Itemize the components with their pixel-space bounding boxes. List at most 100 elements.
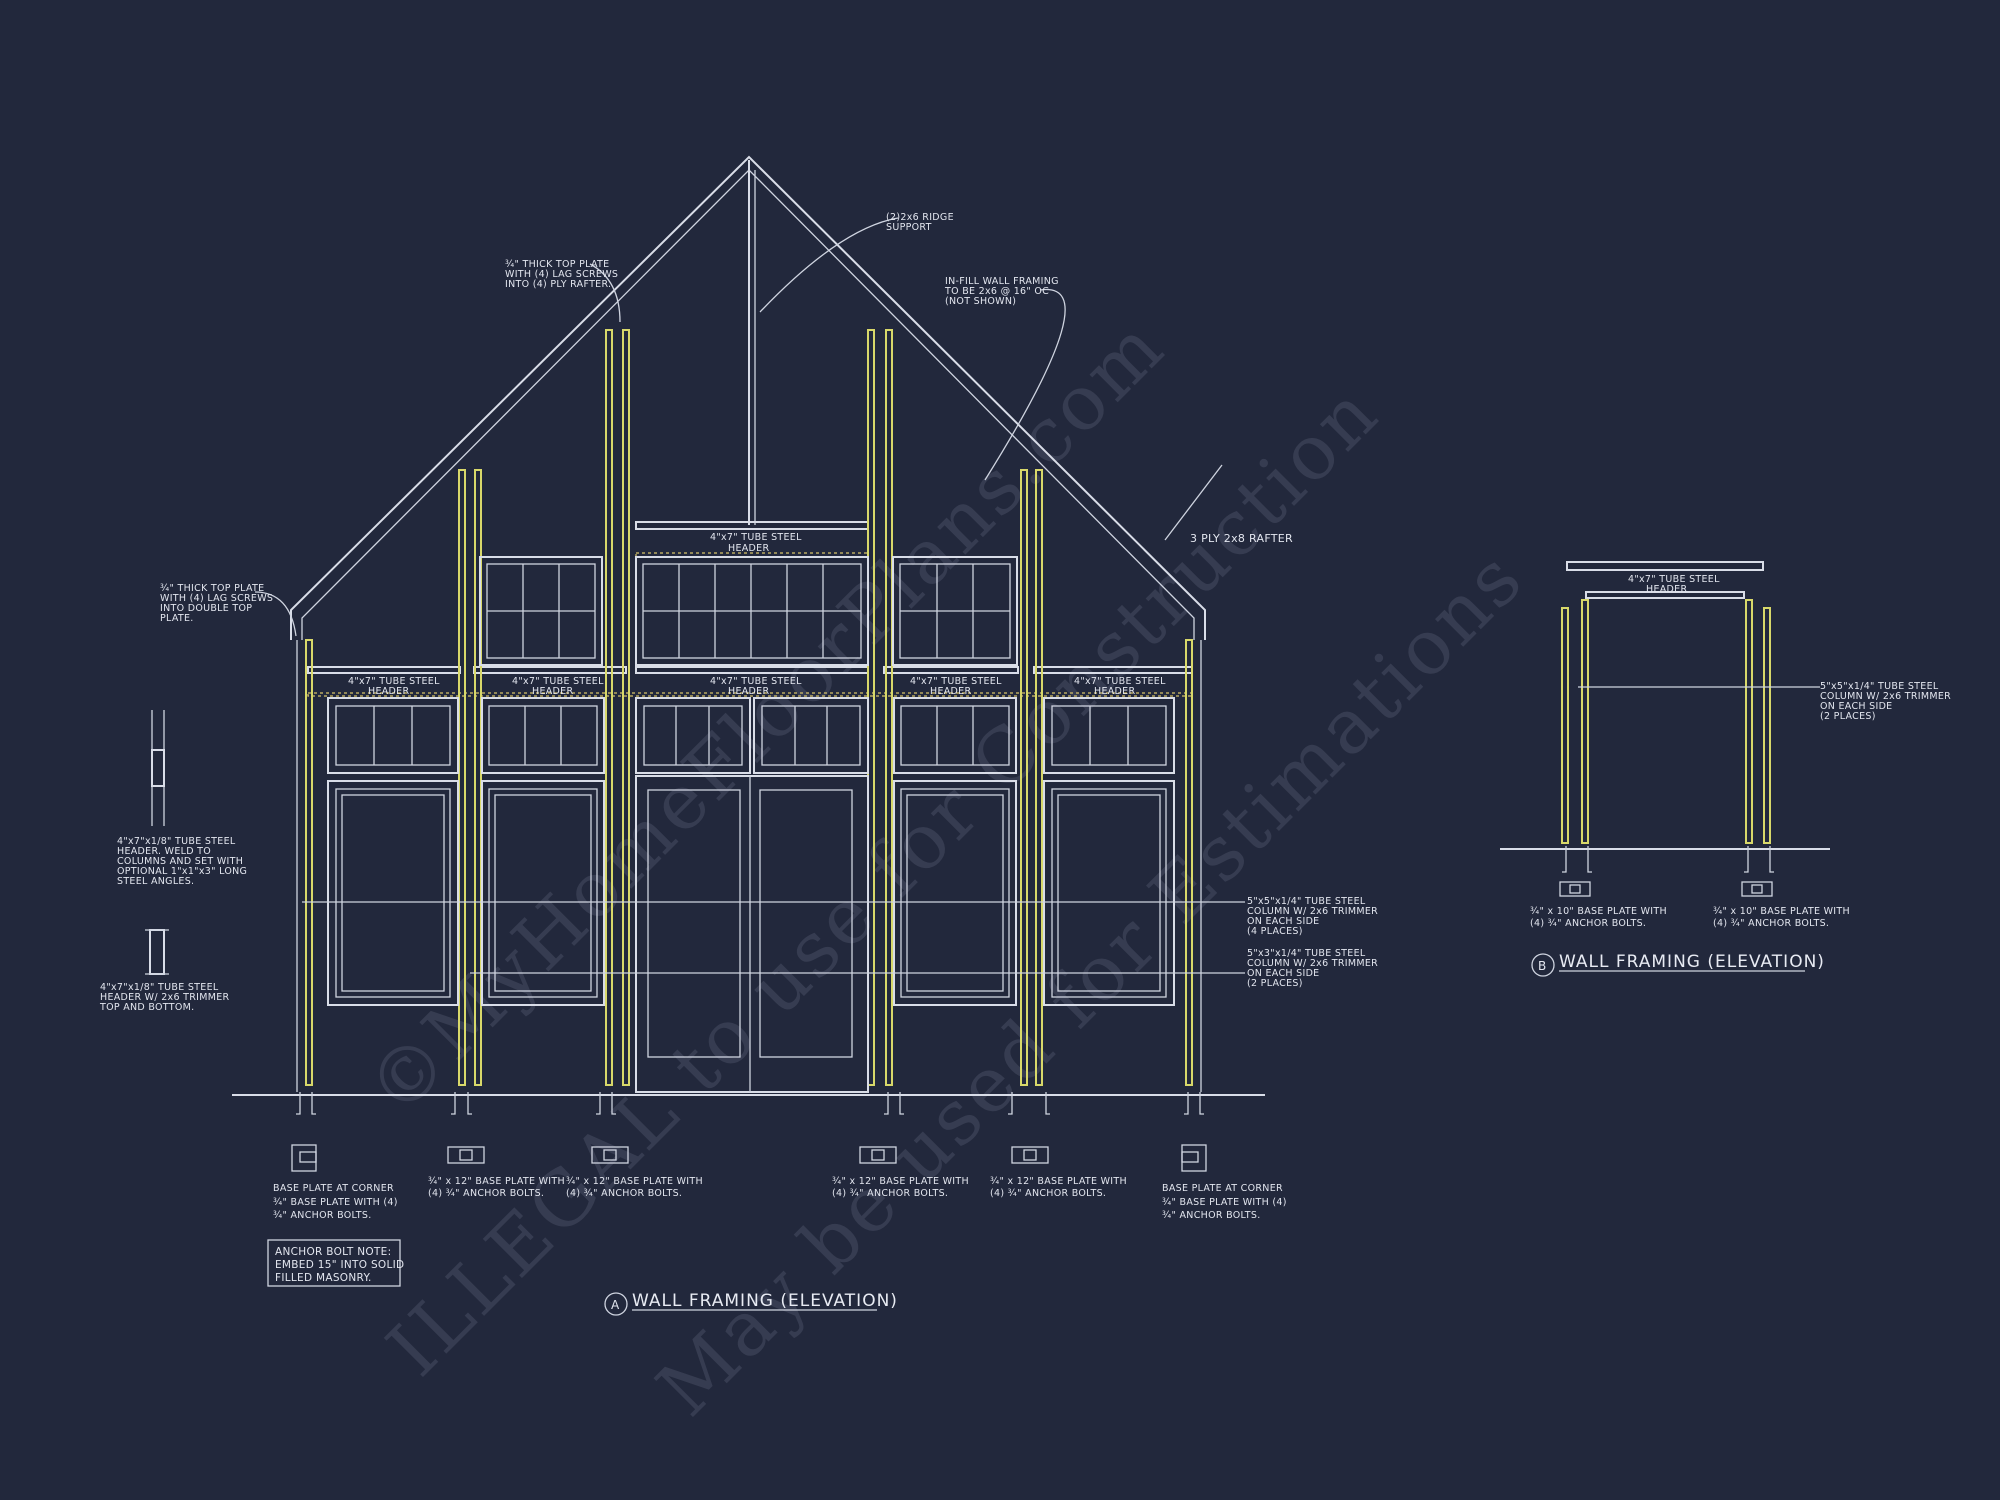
b-header-label-1: 4"x7" TUBE STEEL <box>1628 574 1720 585</box>
svg-text:FILLED MASONRY.: FILLED MASONRY. <box>275 1272 372 1284</box>
svg-text:5"x3"x1/4" TUBE STEEL: 5"x3"x1/4" TUBE STEEL <box>1247 948 1366 959</box>
base-notes-right: BASE PLATE AT CORNER ¾" BASE PLATE WITH … <box>1162 1183 1287 1221</box>
svg-text:SUPPORT: SUPPORT <box>886 222 932 233</box>
svg-text:¾" ANCHOR BOLTS.: ¾" ANCHOR BOLTS. <box>1162 1210 1261 1221</box>
svg-text:HEADER W/ 2x6 TRIMMER: HEADER W/ 2x6 TRIMMER <box>100 992 230 1003</box>
notes-column-5x3: 5"x3"x1/4" TUBE STEEL COLUMN W/ 2x6 TRIM… <box>1247 948 1378 989</box>
svg-text:¾" x 12" BASE PLATE WITH: ¾" x 12" BASE PLATE WITH <box>566 1176 703 1187</box>
header-label-upper-1: 4"x7" TUBE STEEL <box>710 532 802 543</box>
svg-text:5"x5"x1/4" TUBE STEEL: 5"x5"x1/4" TUBE STEEL <box>1247 896 1366 907</box>
svg-text:OPTIONAL 1"x1"x3" LONG: OPTIONAL 1"x1"x3" LONG <box>117 866 247 877</box>
svg-text:¾" x 12" BASE PLATE WITH: ¾" x 12" BASE PLATE WITH <box>990 1176 1127 1187</box>
svg-text:WITH (4) LAG SCREWS: WITH (4) LAG SCREWS <box>160 593 273 604</box>
elevation-b-marker: B <box>1538 959 1547 973</box>
watermark: ©MyHomeFloorPlans.com ILLEGAL to use for… <box>350 301 1540 1433</box>
header-label-3b: HEADER <box>728 686 769 697</box>
base-notes-left: BASE PLATE AT CORNER ¾" BASE PLATE WITH … <box>273 1183 398 1221</box>
elevation-a-marker: A <box>611 1298 620 1312</box>
svg-text:¾" BASE PLATE WITH (4): ¾" BASE PLATE WITH (4) <box>273 1197 398 1208</box>
anchor-bolts <box>296 1092 1204 1115</box>
svg-text:(4) ¾" ANCHOR BOLTS.: (4) ¾" ANCHOR BOLTS. <box>428 1188 544 1199</box>
svg-text:¾" x 12" BASE PLATE WITH: ¾" x 12" BASE PLATE WITH <box>832 1176 969 1187</box>
header-label-2b: HEADER <box>532 686 573 697</box>
svg-text:(4) ¾" ANCHOR BOLTS.: (4) ¾" ANCHOR BOLTS. <box>1530 918 1646 929</box>
lower-header-beams <box>307 666 1193 697</box>
svg-text:(2)2x6 RIDGE: (2)2x6 RIDGE <box>886 212 954 223</box>
svg-text:BASE PLATE AT CORNER: BASE PLATE AT CORNER <box>273 1183 394 1194</box>
notes-header-col-detail: 4"x7"x1/8" TUBE STEEL HEADER. WELD TO CO… <box>117 836 247 887</box>
header-label-5b: HEADER <box>1094 686 1135 697</box>
b-notes-base: ¾" x 10" BASE PLATE WITH (4) ¾" ANCHOR B… <box>1530 906 1850 929</box>
elevation-a-title-text: WALL FRAMING (ELEVATION) <box>632 1291 898 1311</box>
svg-text:COLUMNS AND SET WITH: COLUMNS AND SET WITH <box>117 856 243 867</box>
svg-text:BASE PLATE AT CORNER: BASE PLATE AT CORNER <box>1162 1183 1283 1194</box>
svg-text:PLATE.: PLATE. <box>160 613 194 624</box>
svg-text:TOP AND BOTTOM.: TOP AND BOTTOM. <box>99 1002 194 1013</box>
notes-infill: IN-FILL WALL FRAMING TO BE 2x6 @ 16" OC … <box>944 276 1059 307</box>
tall-windows-doors <box>327 775 1175 1093</box>
svg-text:4"x7"x1/8" TUBE STEEL: 4"x7"x1/8" TUBE STEEL <box>117 836 236 847</box>
header-label-4b: HEADER <box>930 686 971 697</box>
svg-text:¾" BASE PLATE WITH (4): ¾" BASE PLATE WITH (4) <box>1162 1197 1287 1208</box>
notes-top-plate-double: ¾" THICK TOP PLATE WITH (4) LAG SCREWS I… <box>160 583 273 624</box>
svg-text:ON EACH SIDE: ON EACH SIDE <box>1820 701 1892 712</box>
svg-text:COLUMN W/ 2x6 TRIMMER: COLUMN W/ 2x6 TRIMMER <box>1247 958 1378 969</box>
svg-text:(2 PLACES): (2 PLACES) <box>1247 978 1303 989</box>
roof-outline <box>290 155 1206 640</box>
header-labels: 4"x7" TUBE STEEL HEADER 4"x7" TUBE STEEL… <box>348 532 1166 697</box>
elevation-a-title: A WALL FRAMING (ELEVATION) <box>604 1291 898 1316</box>
elevation-b-title-text: WALL FRAMING (ELEVATION) <box>1559 952 1825 972</box>
svg-text:INTO (4) PLY RAFTER.: INTO (4) PLY RAFTER. <box>505 279 611 290</box>
notes-column-5x5: 5"x5"x1/4" TUBE STEEL COLUMN W/ 2x6 TRIM… <box>1247 896 1378 937</box>
svg-text:(NOT SHOWN): (NOT SHOWN) <box>945 296 1016 307</box>
svg-text:WITH (4) LAG SCREWS: WITH (4) LAG SCREWS <box>505 269 618 280</box>
svg-text:¾" x 10" BASE PLATE WITH: ¾" x 10" BASE PLATE WITH <box>1530 906 1667 917</box>
svg-text:IN-FILL WALL FRAMING: IN-FILL WALL FRAMING <box>945 276 1059 287</box>
svg-text:COLUMN W/ 2x6 TRIMMER: COLUMN W/ 2x6 TRIMMER <box>1820 691 1951 702</box>
base-notes-12: ¾" x 12" BASE PLATE WITH (4) ¾" ANCHOR B… <box>428 1176 1127 1199</box>
detail-symbols <box>145 710 169 975</box>
header-label-3a: 4"x7" TUBE STEEL <box>710 676 802 687</box>
upper-header-beam <box>635 521 869 530</box>
transom-windows <box>327 697 1175 774</box>
elevation-b-title: B WALL FRAMING (ELEVATION) <box>1531 952 1825 977</box>
svg-text:¾" THICK TOP PLATE: ¾" THICK TOP PLATE <box>160 583 264 594</box>
svg-text:EMBED 15" INTO SOLID: EMBED 15" INTO SOLID <box>275 1259 404 1271</box>
header-label-2a: 4"x7" TUBE STEEL <box>512 676 604 687</box>
header-label-1a: 4"x7" TUBE STEEL <box>348 676 440 687</box>
svg-text:(4) ¾" ANCHOR BOLTS.: (4) ¾" ANCHOR BOLTS. <box>832 1188 948 1199</box>
elevation-b: 4"x7" TUBE STEEL HEADER 5"x5"x1/4" TUBE … <box>1500 561 1951 977</box>
note-rafter: 3 PLY 2x8 RAFTER <box>1190 532 1293 545</box>
svg-text:(4) ¾" ANCHOR BOLTS.: (4) ¾" ANCHOR BOLTS. <box>1713 918 1829 929</box>
notes-header-trim-detail: 4"x7"x1/8" TUBE STEEL HEADER W/ 2x6 TRIM… <box>99 982 230 1013</box>
svg-text:¾" x 12" BASE PLATE WITH: ¾" x 12" BASE PLATE WITH <box>428 1176 565 1187</box>
notes-top-plate-rafter: ¾" THICK TOP PLATE WITH (4) LAG SCREWS I… <box>505 259 618 290</box>
header-label-4a: 4"x7" TUBE STEEL <box>910 676 1002 687</box>
svg-text:¾" x 10" BASE PLATE WITH: ¾" x 10" BASE PLATE WITH <box>1713 906 1850 917</box>
svg-text:COLUMN W/ 2x6 TRIMMER: COLUMN W/ 2x6 TRIMMER <box>1247 906 1378 917</box>
svg-text:(4) ¾" ANCHOR BOLTS.: (4) ¾" ANCHOR BOLTS. <box>566 1188 682 1199</box>
header-label-1b: HEADER <box>368 686 409 697</box>
svg-text:¾" THICK TOP PLATE: ¾" THICK TOP PLATE <box>505 259 609 270</box>
header-label-5a: 4"x7" TUBE STEEL <box>1074 676 1166 687</box>
svg-text:ON EACH SIDE: ON EACH SIDE <box>1247 916 1319 927</box>
svg-text:ON EACH SIDE: ON EACH SIDE <box>1247 968 1319 979</box>
column-leaders <box>254 217 1245 974</box>
svg-text:INTO DOUBLE TOP: INTO DOUBLE TOP <box>160 603 252 614</box>
upper-windows <box>479 556 1018 666</box>
svg-text:TO BE 2x6 @ 16" OC: TO BE 2x6 @ 16" OC <box>944 286 1049 297</box>
svg-text:(4 PLACES): (4 PLACES) <box>1247 926 1303 937</box>
svg-text:(2 PLACES): (2 PLACES) <box>1820 711 1876 722</box>
anchor-note-box: ANCHOR BOLT NOTE: EMBED 15" INTO SOLID F… <box>267 1239 404 1287</box>
notes-ridge-support: (2)2x6 RIDGE SUPPORT <box>886 212 954 233</box>
svg-text:HEADER. WELD TO: HEADER. WELD TO <box>117 846 211 857</box>
svg-text:ANCHOR BOLT NOTE:: ANCHOR BOLT NOTE: <box>275 1246 391 1258</box>
svg-text:(4) ¾" ANCHOR BOLTS.: (4) ¾" ANCHOR BOLTS. <box>990 1188 1106 1199</box>
svg-text:¾" ANCHOR BOLTS.: ¾" ANCHOR BOLTS. <box>273 1210 372 1221</box>
header-label-upper-2: HEADER <box>728 543 769 554</box>
elevation-a: 4"x7" TUBE STEEL HEADER 4"x7" TUBE STEEL… <box>99 155 1378 1316</box>
svg-text:STEEL ANGLES.: STEEL ANGLES. <box>117 876 194 887</box>
b-notes-column: 5"x5"x1/4" TUBE STEEL COLUMN W/ 2x6 TRIM… <box>1820 681 1951 722</box>
base-plate-symbols <box>291 1144 1207 1172</box>
